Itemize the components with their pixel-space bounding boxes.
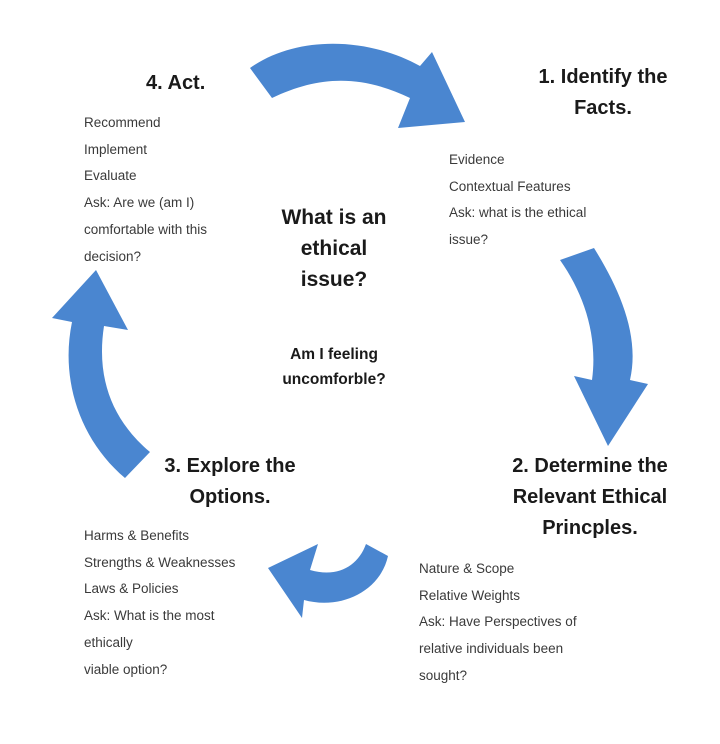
list-item: Implement xyxy=(84,141,148,157)
list-item: Contextual Features xyxy=(449,178,571,194)
list-item: Recommend xyxy=(84,115,161,130)
heading-line: Relevant Ethical xyxy=(512,486,668,508)
list-item: Evaluate xyxy=(84,168,137,184)
list-item: Relative Weights xyxy=(419,587,521,603)
arrow-options-to-act xyxy=(52,270,150,478)
heading-line: 4. Act. xyxy=(146,72,206,94)
heading-line: Options. xyxy=(189,486,271,508)
step-4-items: Recommend Implement Evaluate Ask: Are we… xyxy=(84,110,207,270)
step-2-heading: 2. Determine the Relevant Ethical Princp… xyxy=(470,451,710,544)
list-item: Evidence xyxy=(449,152,505,167)
list-item: sought? xyxy=(419,667,468,683)
center-sub-line: Am I feeling xyxy=(290,346,378,363)
step-1-items: Evidence Contextual Features Ask: what i… xyxy=(449,147,586,254)
center-question: What is an ethical issue? xyxy=(248,202,420,295)
list-item: relative individuals been xyxy=(419,641,564,657)
step-3-heading: 3. Explore the Options. xyxy=(140,451,320,513)
center-sub-line: uncomforble? xyxy=(282,371,386,388)
list-item: Harms & Benefits xyxy=(84,528,190,543)
list-item: comfortable with this xyxy=(84,221,208,237)
list-item: issue? xyxy=(449,232,489,248)
list-item: Ask: what is the ethical xyxy=(449,205,587,221)
center-question-line: What is an xyxy=(281,206,387,229)
step-4-heading: 4. Act. xyxy=(146,68,236,99)
list-item: decision? xyxy=(84,248,142,264)
step-2-items: Nature & Scope Relative Weights Ask: Hav… xyxy=(419,556,577,690)
heading-line: 3. Explore the xyxy=(164,455,296,477)
list-item: Strengths & Weaknesses xyxy=(84,554,236,570)
list-item: Laws & Policies xyxy=(84,581,179,597)
list-item: Ask: Are we (am I) xyxy=(84,195,195,211)
step-1-heading: 1. Identify the Facts. xyxy=(508,62,698,124)
center-question-line: issue? xyxy=(300,268,368,291)
center-subquestion: Am I feeling uncomforble? xyxy=(250,342,418,392)
step-3-items: Harms & Benefits Strengths & Weaknesses … xyxy=(84,523,235,683)
arrow-identify-to-principles xyxy=(560,248,648,446)
list-item: Ask: Have Perspectives of xyxy=(419,614,577,630)
arrow-principles-to-options xyxy=(268,544,388,618)
heading-line: 2. Determine the xyxy=(512,455,668,477)
heading-line: 1. Identify the xyxy=(538,66,668,88)
heading-line: Princples. xyxy=(542,517,638,539)
list-item: ethically xyxy=(84,634,133,650)
arrow-act-to-identify xyxy=(250,43,465,128)
center-question-line: ethical xyxy=(300,237,368,260)
list-item: Ask: What is the most xyxy=(84,608,215,624)
list-item: Nature & Scope xyxy=(419,561,515,576)
list-item: viable option? xyxy=(84,661,168,677)
heading-line: Facts. xyxy=(574,97,632,119)
